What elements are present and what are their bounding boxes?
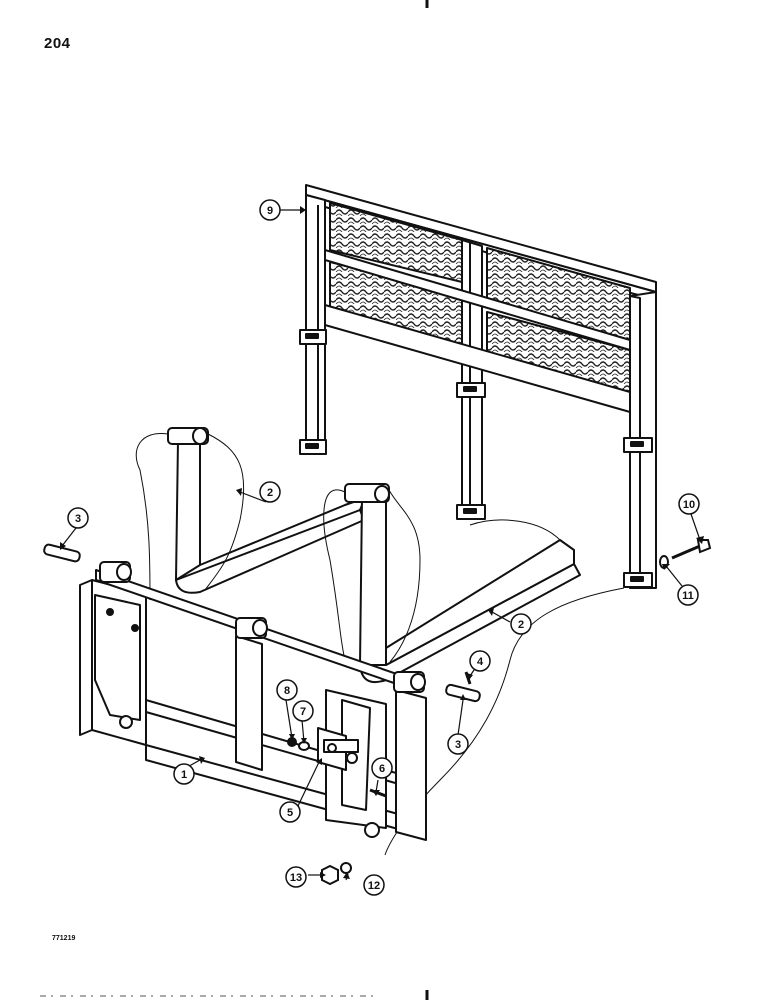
callout-12-label: 12 xyxy=(368,880,380,892)
callout-8-label: 8 xyxy=(284,685,290,697)
callout-2-upper-label: 2 xyxy=(267,487,273,499)
callout-13-label: 13 xyxy=(290,872,302,884)
callout-11-label: 11 xyxy=(682,590,694,602)
callout-1: 1 xyxy=(173,763,195,785)
callout-13: 13 xyxy=(285,866,307,888)
callout-3-right: 3 xyxy=(447,733,469,755)
callout-12: 12 xyxy=(363,874,385,896)
callout-10-label: 10 xyxy=(683,499,695,511)
callout-8: 8 xyxy=(276,679,298,701)
callout-11: 11 xyxy=(677,584,699,606)
callout-markers: 9 2 3 2 4 3 1 8 xyxy=(67,199,700,896)
callout-4-label: 4 xyxy=(477,656,484,668)
carriage-frame xyxy=(79,561,427,841)
fork-right xyxy=(344,483,581,684)
figure-code: 771219 xyxy=(52,935,76,942)
pins xyxy=(43,543,481,703)
callout-7: 7 xyxy=(292,700,314,722)
callout-10: 10 xyxy=(678,493,700,515)
callout-9-label: 9 xyxy=(267,205,273,217)
page-number: 204 xyxy=(44,35,71,52)
callout-5-label: 5 xyxy=(287,807,293,819)
callout-2-upper: 2 xyxy=(259,481,281,503)
bolt-and-washer xyxy=(659,539,712,569)
callout-6-label: 6 xyxy=(379,763,385,775)
callout-2-lower-label: 2 xyxy=(518,619,524,631)
fork-left xyxy=(167,427,366,594)
callout-3-left: 3 xyxy=(67,507,89,529)
callout-1-label: 1 xyxy=(181,769,187,781)
callout-4: 4 xyxy=(469,650,491,672)
callout-3-right-label: 3 xyxy=(455,739,461,751)
callout-6: 6 xyxy=(371,757,393,779)
locking-pin-assembly xyxy=(287,727,387,798)
callout-9: 9 xyxy=(259,199,281,221)
callout-5: 5 xyxy=(279,801,301,823)
callout-2-lower: 2 xyxy=(510,613,532,635)
leader-arrowheads xyxy=(60,206,704,879)
callout-3-left-label: 3 xyxy=(75,513,81,525)
backrest xyxy=(299,184,657,589)
callout-7-label: 7 xyxy=(300,706,306,718)
nut-and-washer xyxy=(321,862,352,886)
